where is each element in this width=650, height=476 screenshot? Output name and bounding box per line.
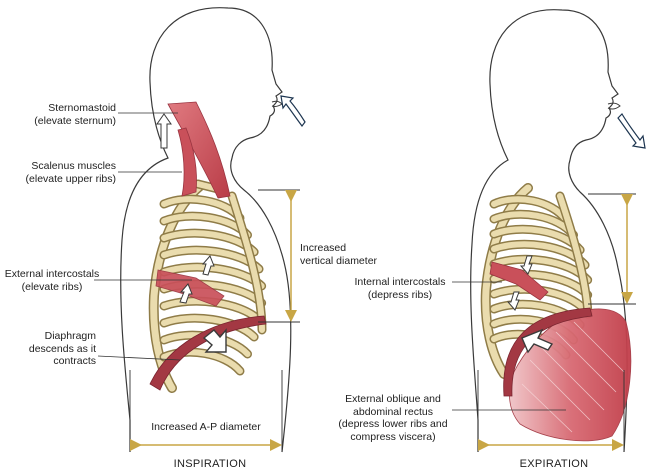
- vertical-diameter-label-line1: Increased: [300, 242, 347, 254]
- breath-in-arrow: [280, 95, 306, 128]
- internal-intercostals-label: Internal intercostals (depress ribs): [346, 276, 454, 301]
- inspiration-rib-8: [161, 315, 258, 340]
- diaphragm-label-line2: descends as it: [28, 342, 96, 355]
- inspiration-caption: INSPIRATION: [173, 458, 247, 470]
- sternomastoid-label: Sternomastoid (elevate sternum): [12, 102, 116, 127]
- expiration-caption: EXPIRATION: [519, 458, 589, 470]
- internal-intercostal-muscle: [489, 261, 549, 301]
- rib-elevation-arrow-lower: [179, 283, 193, 304]
- diaphragm-label-line3: contracts: [53, 355, 96, 367]
- expiration-rib-1: [491, 196, 569, 223]
- diaphragm-relaxed: [503, 307, 593, 397]
- vertical-diameter-label-line2: vertical diameter: [300, 254, 378, 267]
- rib-depression-arrow-lower: [506, 291, 520, 311]
- breath-out-arrow: [617, 113, 646, 149]
- inspiration-leader-lines: [94, 112, 192, 361]
- diaphragm-muscle: [149, 315, 267, 391]
- sternum-elevation-arrow: [156, 113, 172, 149]
- ap-diameter-label: Increased A-P diameter: [151, 421, 261, 433]
- expiration-mouth: [607, 102, 621, 110]
- sternomastoid-label-line2: (elevate sternum): [34, 114, 116, 127]
- external-intercostals-label-line1: External intercostals: [4, 268, 100, 280]
- rib-depression-arrow-upper: [519, 255, 533, 275]
- expiration-ap-bracket: [477, 370, 625, 452]
- vertical-diameter-bracket: [258, 189, 300, 323]
- inspiration-body-outline: [120, 7, 292, 453]
- internal-intercostals-label-line2: (depress ribs): [367, 288, 433, 301]
- ap-diameter-bracket: [129, 370, 283, 452]
- external-intercostals-label: External intercostals (elevate ribs): [0, 268, 104, 293]
- external-oblique-label-line3: (depress lower ribs and: [338, 418, 448, 430]
- scalenus-label-line1: Scalenus muscles: [31, 160, 116, 172]
- external-oblique-label-line4: compress viscera): [350, 430, 436, 443]
- sternomastoid-label-line1: Sternomastoid: [48, 102, 116, 114]
- expiration-leader-lines: [452, 281, 566, 411]
- rib-elevation-arrow-upper: [201, 255, 215, 276]
- external-oblique-label: External oblique and abdominal rectus (d…: [332, 393, 454, 443]
- inspiration-panel: [94, 7, 306, 453]
- external-intercostals-label-line2: (elevate ribs): [21, 280, 83, 293]
- external-oblique-label-line2: abdominal rectus: [353, 405, 433, 418]
- diaphragm-label: Diaphragm descends as it contracts: [10, 330, 96, 368]
- diaphragm-descent-arrow: [202, 328, 227, 353]
- abdominal-fiber-lines: [521, 321, 625, 433]
- scalenus-label-line2: (elevate upper ribs): [25, 172, 116, 185]
- expiration-body-outline: [470, 9, 628, 453]
- external-oblique-label-line1: External oblique and: [345, 393, 441, 405]
- expiration-panel: [452, 9, 646, 453]
- diaphragm-ascent-arrow: [521, 328, 554, 354]
- vertical-diameter-label: Increased vertical diameter: [300, 242, 377, 267]
- internal-intercostals-label-line1: Internal intercostals: [354, 276, 446, 288]
- scalenus-label: Scalenus muscles (elevate upper ribs): [6, 160, 116, 185]
- diaphragm-label-line1: Diaphragm: [44, 330, 96, 342]
- scalenus-muscle: [177, 127, 197, 197]
- expiration-vertical-bracket: [588, 193, 636, 305]
